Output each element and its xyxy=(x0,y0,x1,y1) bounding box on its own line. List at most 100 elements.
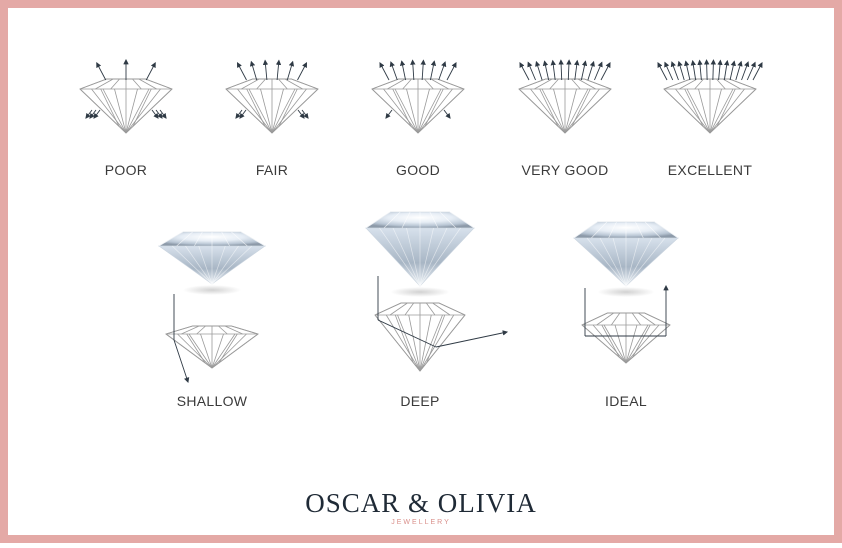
gem-facet xyxy=(419,227,434,287)
internal-light-line xyxy=(377,319,437,348)
pavilion-facet xyxy=(132,88,152,127)
reflected-light-arrow xyxy=(558,59,564,81)
reflected-light-arrow xyxy=(275,59,282,81)
reflected-light-arrow xyxy=(297,62,308,81)
crown-facet xyxy=(241,78,260,90)
shallow-gem-render xyxy=(157,231,267,295)
pavilion-facet xyxy=(246,88,266,127)
crown-facet xyxy=(284,78,303,90)
gem-facet xyxy=(419,227,448,287)
pavilion-facet xyxy=(419,314,455,372)
crown-facet xyxy=(577,78,596,90)
pavilion-facet xyxy=(709,88,722,134)
pavilion-facet xyxy=(601,324,620,358)
crown-facet xyxy=(218,325,228,335)
reflected-light-arrow xyxy=(752,62,763,81)
crown-facet xyxy=(534,78,553,90)
leaking-light-arrow xyxy=(151,109,159,119)
gem-facet xyxy=(176,231,193,247)
crown-facet xyxy=(165,325,193,335)
pavilion-facet xyxy=(675,88,711,134)
pavilion-facet xyxy=(125,88,161,134)
pavilion-facet xyxy=(603,324,627,364)
pavilion-facet xyxy=(177,333,213,369)
pavilion-facet xyxy=(394,88,419,134)
crown-facet xyxy=(694,78,704,90)
crown-facet xyxy=(571,78,581,90)
gem-facet xyxy=(586,237,627,287)
reflected-light-arrow xyxy=(594,61,603,81)
crown-facet xyxy=(374,302,402,316)
grade-label-good: GOOD xyxy=(396,162,440,178)
pavilion-facet xyxy=(632,324,651,358)
gem-shadow xyxy=(182,285,242,295)
pavilion-facet xyxy=(114,88,127,134)
crown-facet xyxy=(138,78,157,90)
pavilion-facet xyxy=(614,324,627,364)
gem-facet xyxy=(211,245,226,285)
pavilion-facet xyxy=(530,88,566,134)
gem-facet xyxy=(608,221,617,239)
pavilion-facet xyxy=(698,88,711,134)
crown-facet xyxy=(196,325,206,335)
reflected-light-arrow xyxy=(697,59,703,81)
brand-name: OSCAR & OLIVIA xyxy=(305,488,537,518)
reflected-light-arrow xyxy=(286,60,295,81)
pavilion-facet xyxy=(716,88,736,127)
reflected-light-arrow xyxy=(710,59,717,81)
cut-label-deep: DEEP xyxy=(400,393,440,409)
grade-label-fair: FAIR xyxy=(255,162,289,178)
crown-facet xyxy=(437,78,465,90)
leaking-light-arrow xyxy=(443,109,451,119)
reflected-light-arrow xyxy=(723,59,730,81)
gem-facet xyxy=(644,221,661,239)
reflected-light-arrow xyxy=(580,60,588,81)
pavilion-facet xyxy=(188,333,213,369)
gem-facet xyxy=(625,237,653,287)
crown-facet xyxy=(584,78,612,90)
pavilion-facet xyxy=(278,88,298,127)
brand-subtitle: JEWELLERY xyxy=(391,519,451,526)
reflected-light-arrow xyxy=(262,59,269,81)
escaping-light-arrow xyxy=(173,339,190,384)
grade-label-very-good: VERY GOOD xyxy=(521,162,609,178)
pavilion-facet xyxy=(102,88,127,134)
gem-facet xyxy=(211,245,252,285)
pavilion-facet xyxy=(625,324,660,364)
grade-label-excellent: EXCELLENT xyxy=(667,162,753,178)
pavilion-facet xyxy=(397,314,421,372)
crown-facet xyxy=(291,78,319,90)
pavilion-facet xyxy=(406,88,419,134)
gem-facet xyxy=(365,211,391,229)
pavilion-facet xyxy=(686,88,711,134)
pavilion-facet xyxy=(417,88,453,134)
gem-shadow xyxy=(390,287,450,297)
crown-facet xyxy=(371,78,399,90)
pavilion-facet xyxy=(419,314,432,372)
cut-grade-diagram-2 xyxy=(371,59,465,134)
gem-facet xyxy=(231,231,248,247)
grade-label-poor: POOR xyxy=(104,162,148,178)
pavilion-facet xyxy=(385,314,421,372)
pavilion-facet xyxy=(125,88,150,134)
pavilion-facet xyxy=(553,88,566,134)
crown-facet xyxy=(224,325,243,335)
gem-facet xyxy=(401,211,411,229)
pavilion-facet xyxy=(271,88,284,134)
crown-facet xyxy=(438,302,466,316)
gem-facet xyxy=(211,245,239,285)
reflected-light-arrow xyxy=(410,59,416,81)
pavilion-facet xyxy=(271,88,307,134)
crown-facet xyxy=(638,312,656,326)
reflected-light-arrow xyxy=(550,59,556,81)
pavilion-facet xyxy=(125,88,138,134)
gem-facet xyxy=(172,245,213,285)
reflected-light-arrow xyxy=(574,59,580,81)
pavilion-facet xyxy=(100,88,120,127)
leaking-light-arrow xyxy=(301,109,309,119)
pavilion-facet xyxy=(186,333,206,364)
gem-facet xyxy=(573,221,598,239)
pavilion-facet xyxy=(625,324,649,364)
crown-facet xyxy=(110,78,120,90)
pavilion-facet xyxy=(271,88,296,134)
